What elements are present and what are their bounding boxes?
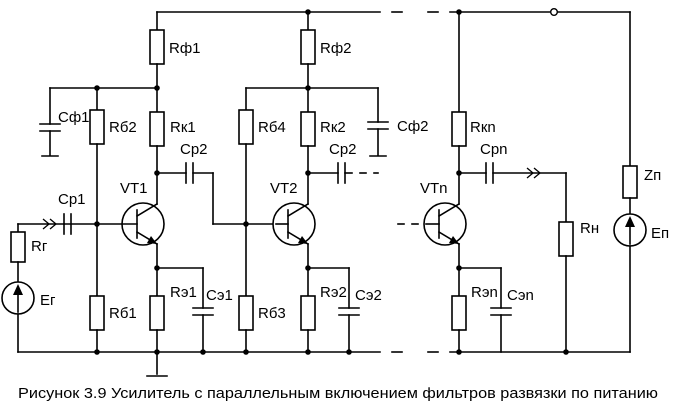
- supply-branch: [613, 11, 647, 353]
- label-cp2-a: Ср2: [180, 141, 208, 158]
- label-cen: Сэn: [507, 287, 534, 304]
- transistor-vt2: [272, 202, 316, 246]
- supply-terminal: [550, 7, 559, 16]
- figure-caption: Рисунок 3.9 Усилитель с параллельным вкл…: [18, 386, 658, 402]
- resistor-rb2: [89, 109, 105, 145]
- resistor-ren: [451, 295, 467, 331]
- label-rb1: Rб1: [109, 305, 137, 322]
- label-re2: Rэ2: [320, 284, 347, 301]
- label-cp1: Ср1: [58, 191, 86, 208]
- transistor-vtn: [423, 202, 467, 246]
- ground-rail: [17, 349, 631, 377]
- label-cpn: Срn: [480, 141, 508, 158]
- label-cf2: Сф2: [397, 118, 429, 135]
- label-rk1: Rк1: [170, 119, 196, 136]
- label-rk2: Rк2: [320, 119, 346, 136]
- resistor-rk1: [149, 111, 165, 147]
- label-ep: Еп: [651, 225, 669, 242]
- resistor-rb1: [89, 295, 105, 331]
- resistor-rf1: [149, 29, 165, 65]
- resistor-rkn: [451, 111, 467, 147]
- label-rb4: Rб4: [258, 119, 286, 136]
- label-rb3: Rб3: [258, 305, 286, 322]
- label-ce1: Сэ1: [206, 287, 233, 304]
- label-rn: Rн: [580, 220, 599, 237]
- stage-n: [397, 11, 574, 353]
- stage-1: [1, 11, 277, 353]
- label-rf1: Rф1: [169, 40, 201, 57]
- resistor-re1: [149, 295, 165, 331]
- supply-rail-top: [156, 7, 631, 16]
- label-rf2: Rф2: [320, 40, 352, 57]
- label-vtn: VTn: [420, 180, 448, 197]
- label-rg: Rг: [31, 238, 48, 255]
- label-cp2-b: Ср2: [329, 141, 357, 158]
- label-eg: Ег: [40, 292, 56, 309]
- label-ren: Rэn: [471, 284, 498, 301]
- label-rkn: Rкn: [470, 119, 496, 136]
- stage-2: [238, 11, 389, 353]
- resistor-rb3: [238, 295, 254, 331]
- label-ce2: Сэ2: [355, 287, 382, 304]
- resistor-rb4: [238, 109, 254, 145]
- label-vt2: VT2: [270, 180, 298, 197]
- resistor-rk2: [300, 111, 316, 147]
- label-zp: Zп: [644, 167, 661, 184]
- label-vt1: VT1: [120, 180, 148, 197]
- resistor-re2: [300, 295, 316, 331]
- resistor-rn: [558, 221, 574, 257]
- label-rb2: Rб2: [109, 119, 137, 136]
- resistor-rf2: [300, 29, 316, 65]
- resistor-rg: [10, 231, 26, 263]
- impedance-zp: [622, 165, 638, 199]
- label-cf1: Сф1: [58, 109, 90, 126]
- label-re1: Rэ1: [170, 284, 197, 301]
